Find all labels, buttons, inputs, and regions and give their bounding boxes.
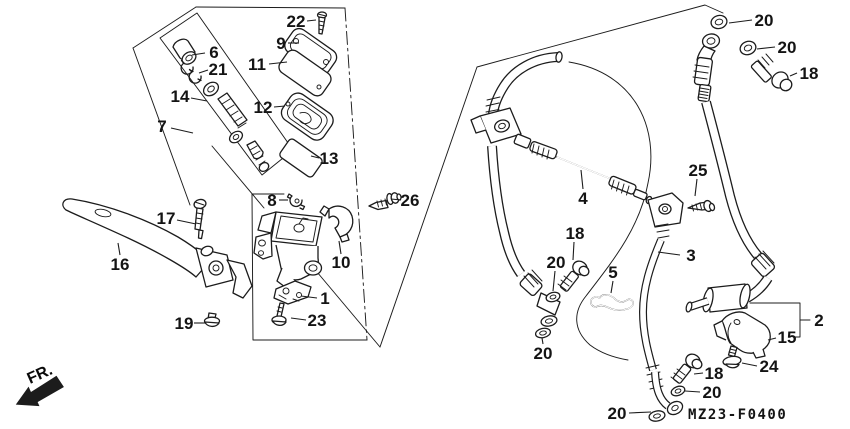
leader-line [552,270,556,292]
leader-line [290,317,307,321]
part-label-20-23[interactable]: 20 [547,253,566,272]
part-label-24-29[interactable]: 24 [760,357,779,376]
leader-line [273,105,286,108]
part-26-screw [368,192,402,211]
assembly-boundary-lines [132,4,724,361]
leader-line [117,242,121,256]
part-label-20-31[interactable]: 20 [703,383,722,402]
part-labels: 2291162114712138102616171912320201825418… [111,11,824,423]
part-label-26-11[interactable]: 26 [401,191,420,210]
leader-line [580,169,584,190]
part-label-22-0[interactable]: 22 [287,12,306,31]
part-23-bolt [271,302,287,326]
leader-line [657,251,681,256]
part-label-20-26[interactable]: 20 [534,344,553,363]
part-label-25-20[interactable]: 25 [689,161,708,180]
leader-line [306,19,317,22]
part-15-clamp [713,311,771,359]
leader-line [338,240,342,255]
master-cylinder-body [253,211,323,291]
leader-line [572,241,575,261]
part-label-10-10[interactable]: 10 [332,253,351,272]
part-22-screw [316,11,328,35]
upper-brake-hose [470,51,563,339]
leader-line [610,280,614,294]
leader-line [728,19,753,24]
leader-line [310,155,320,159]
part-21-circlips [180,59,202,84]
part-label-11-2[interactable]: 11 [248,55,266,74]
part-label-3-24[interactable]: 3 [686,246,695,265]
leader-line [268,61,288,65]
part-label-7-6[interactable]: 7 [157,117,166,136]
leader-line [191,52,206,56]
part-14-piston-set [202,81,270,173]
leader-line [767,337,777,341]
fr-arrow-icon [15,375,64,407]
banjo-bolt-18-mid [557,260,590,292]
part-2-hose-assembly [685,14,776,313]
leader-line [198,69,209,74]
part-6-boot [172,38,197,65]
part-label-19-14[interactable]: 19 [175,314,194,333]
kit-outline-box [159,12,294,176]
leader-line [390,198,402,201]
part-label-13-8[interactable]: 13 [320,149,339,168]
washer-20-mid [545,291,561,303]
part-16-brake-lever [62,198,253,299]
leader-line [684,390,701,393]
leader-line [693,372,704,375]
part-label-18-30[interactable]: 18 [705,364,724,383]
part-label-5-25[interactable]: 5 [608,263,617,282]
banjo-bolt-18-bottom [670,353,703,384]
part-label-21-4[interactable]: 21 [209,60,228,79]
leader-line [741,362,758,367]
part-label-16-12[interactable]: 16 [111,255,130,274]
part-label-6-3[interactable]: 6 [209,43,218,62]
part-25-screw [687,199,716,213]
banjo-bolt-18-top [750,53,793,92]
leader-line [176,219,197,225]
part-19-pivot-bolt [203,312,221,328]
leader-line [756,46,776,50]
part-label-14-5[interactable]: 14 [171,87,190,106]
part-1-bracket [273,280,312,305]
leader-line [300,295,318,299]
part-label-18-19[interactable]: 18 [800,64,819,83]
part-10-clamp-half [319,205,354,243]
part-11-cap-plate [278,49,332,97]
part-code: MZ23-F0400 [688,407,787,423]
part-label-17-13[interactable]: 17 [157,209,176,228]
part-17-adjuster-screw [193,198,207,240]
part-label-1-15[interactable]: 1 [320,289,329,308]
leader-line [170,127,194,134]
part-label-9-1[interactable]: 9 [276,34,285,53]
part-label-2-27[interactable]: 2 [814,311,823,330]
leader-line [789,72,798,77]
fr-direction-arrow: FR. [15,362,64,407]
part-label-15-28[interactable]: 15 [778,328,797,347]
part-label-20-18[interactable]: 20 [778,38,797,57]
part-5-hook [590,294,634,311]
part-label-20-32[interactable]: 20 [608,404,627,423]
part-13-plate [279,138,323,178]
routing-reference-arc [568,61,652,361]
leader-line [628,411,652,414]
leader-line [190,97,208,102]
part-label-20-17[interactable]: 20 [755,11,774,30]
washer-20-top [739,40,757,56]
part-label-8-9[interactable]: 8 [267,191,276,210]
part-24-screw [722,345,742,369]
part-label-23-16[interactable]: 23 [308,311,327,330]
part-8-clip [286,193,306,211]
part-label-12-7[interactable]: 12 [254,98,273,117]
part-3-brake-hose [638,192,686,422]
part-12-diaphragm [280,92,334,141]
part-label-4-21[interactable]: 4 [578,189,588,208]
part-label-18-22[interactable]: 18 [566,224,585,243]
label-2-bracket [749,302,811,338]
leader-line [694,178,698,197]
leader-line [541,337,544,345]
